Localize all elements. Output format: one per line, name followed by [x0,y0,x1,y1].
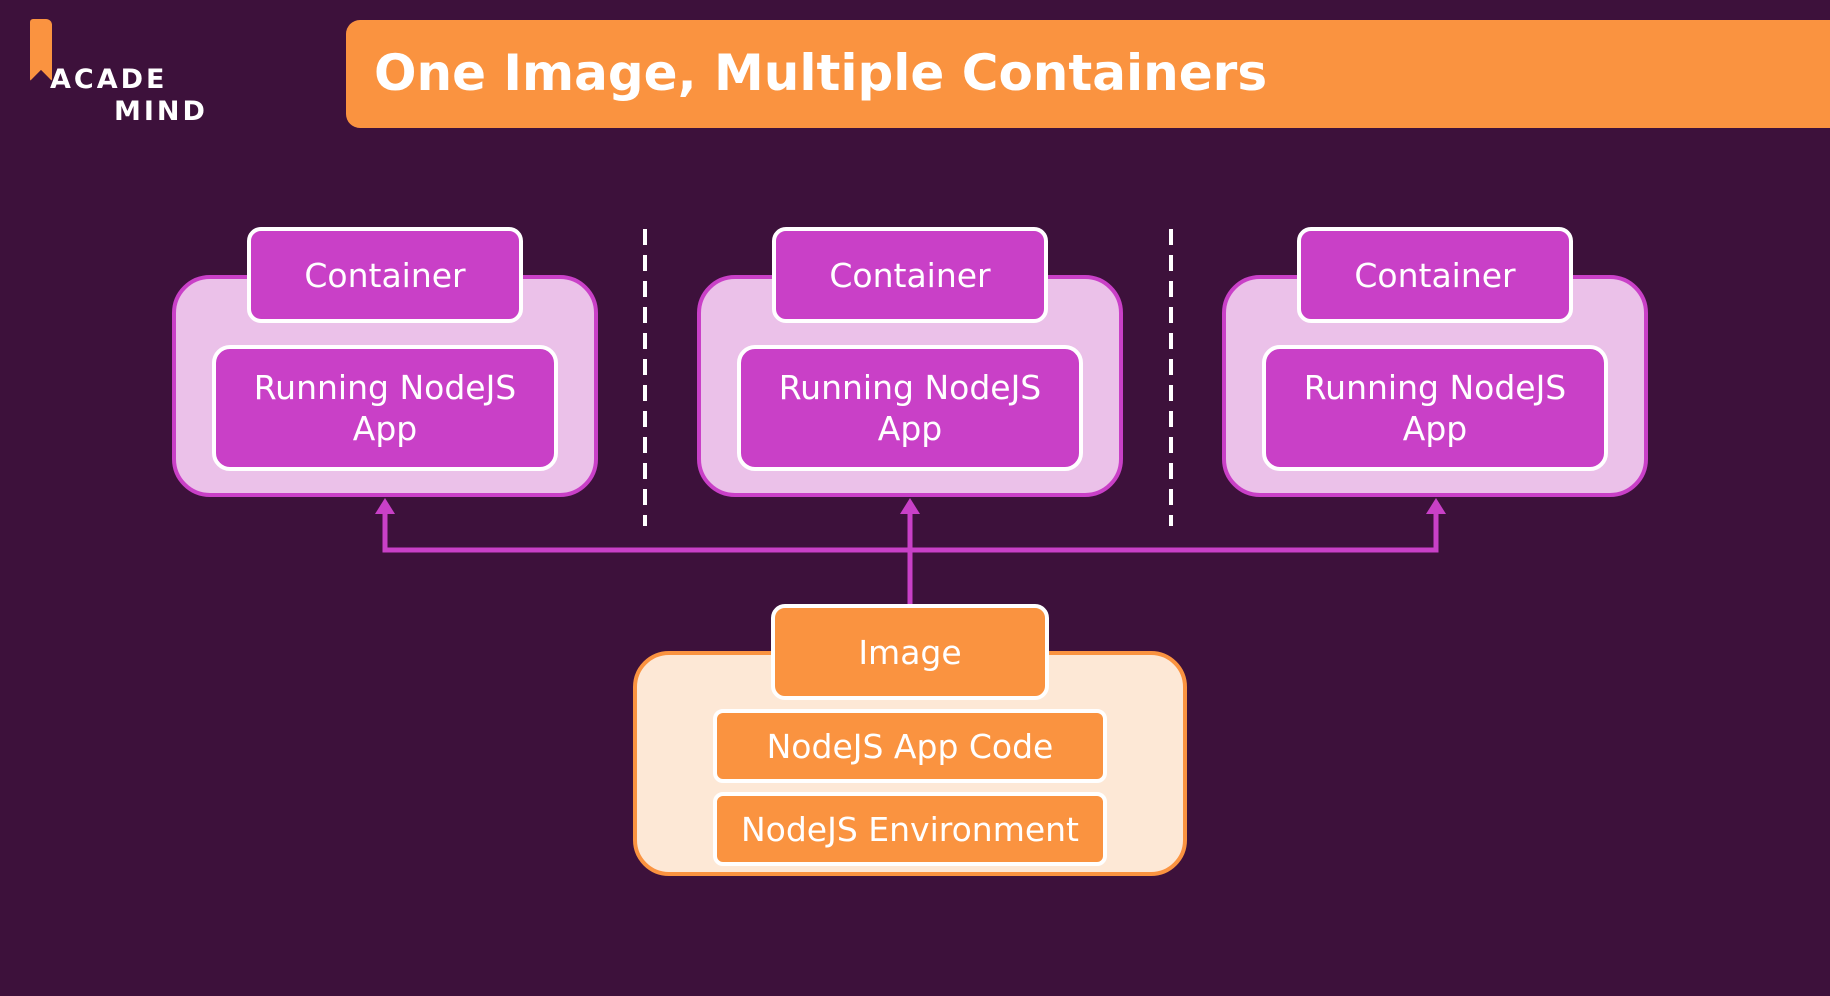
running-app-box-3: Running NodeJS App [1262,345,1608,471]
title-bar [346,20,1830,128]
running-app-box-1: Running NodeJS App [212,345,558,471]
arrow-up-icon [1426,498,1446,514]
running-app-box-2: Running NodeJS App [737,345,1083,471]
container-label-3: Container [1297,227,1573,323]
arrow-up-icon [375,498,395,514]
arrow-up-icon [900,498,920,514]
image-layer-app-code: NodeJS App Code [713,709,1107,783]
logo-text-line2: MIND [114,96,208,127]
container-label-1: Container [247,227,523,323]
arrowheads [375,498,1446,514]
image-layer-environment: NodeJS Environment [713,792,1107,866]
container-label-2: Container [772,227,1048,323]
image-label: Image [771,604,1049,700]
slide-title: One Image, Multiple Containers [374,44,1268,102]
connector-lines [382,512,1439,604]
academind-logo: ACADE MIND [28,18,228,128]
connector-branch [382,512,1439,553]
logo-text-line1: ACADE [50,64,168,95]
bookmark-icon [30,19,52,81]
